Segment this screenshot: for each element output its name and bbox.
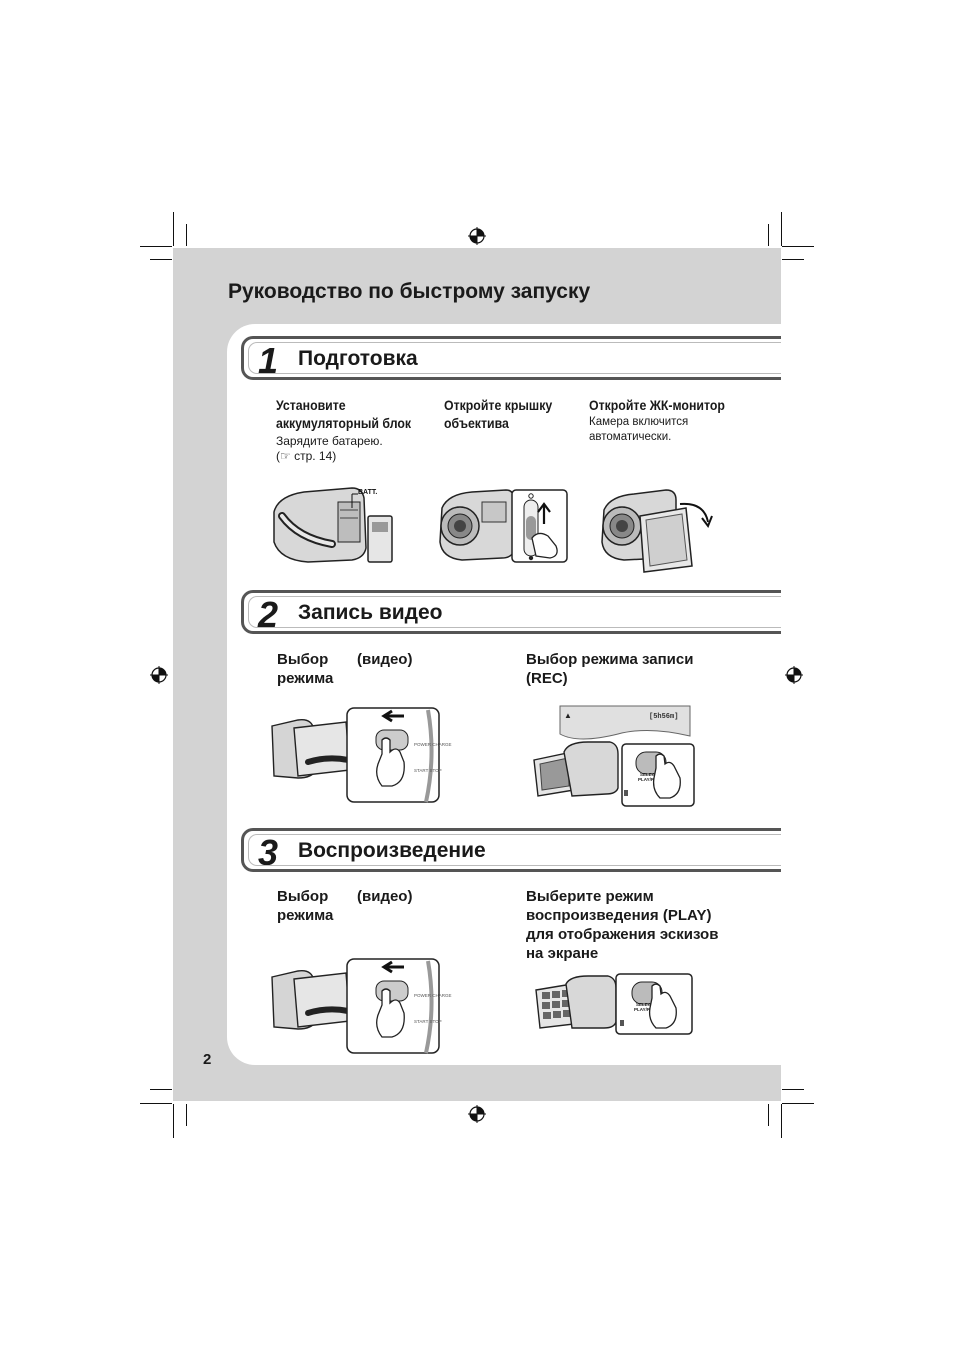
registration-mark-top — [468, 227, 486, 245]
crop-mark — [140, 246, 172, 247]
page-title: Руководство по быстрому запуску — [228, 280, 591, 303]
mode-switch-illustration-play: POWER CHARGE START STOP — [271, 958, 452, 1054]
start-stop-label: START STOP — [414, 1019, 442, 1024]
crop-mark — [173, 1104, 174, 1138]
page-number: 2 — [203, 1051, 212, 1068]
crop-mark — [768, 1104, 769, 1126]
camera-open-lcd-illustration — [601, 489, 713, 573]
section-number: 2 — [258, 594, 279, 635]
crop-mark — [782, 1103, 814, 1104]
step-heading: Выбор режима записи — [526, 651, 694, 668]
section-title: Воспроизведение — [298, 839, 486, 862]
rec-mode-illustration: ▲ [5h56m] SELECT PLAY/REC — [533, 705, 695, 807]
section-title: Подготовка — [298, 347, 418, 370]
crop-mark — [781, 1104, 782, 1138]
step-select-mode-video-playback: Выбор режима — [277, 887, 333, 925]
page-reference-link[interactable]: (☞ стр. 14) — [276, 449, 337, 463]
remaining-time-readout: [5h56m] — [649, 713, 678, 721]
crop-mark — [768, 224, 769, 246]
step-open-lcd: Откройте ЖК-монитор Камера включится авт… — [589, 396, 743, 445]
section-header-playback: 3 Воспроизведение — [241, 828, 781, 873]
step-select-rec-mode: Выбор режима записи (REC) — [526, 650, 693, 688]
video-mode-label: (видео) — [357, 651, 413, 668]
crop-mark — [781, 212, 782, 246]
step-note: автоматически. — [589, 431, 672, 443]
step-heading: на экране — [526, 945, 599, 962]
step-open-lens-cover: Откройте крышку объектива — [444, 396, 567, 432]
power-charge-label: POWER CHARGE — [414, 742, 452, 747]
step-install-battery: Установите аккумуляторный блок Зарядите … — [276, 396, 430, 464]
registration-mark-left — [150, 666, 168, 684]
section-number: 1 — [258, 340, 279, 381]
crop-mark — [782, 246, 814, 247]
content-area — [227, 324, 781, 1065]
section-title: Запись видео — [298, 601, 443, 624]
step-heading: воспроизведения (PLAY) — [526, 907, 712, 924]
crop-mark — [150, 259, 172, 260]
batt-label: BATT. — [358, 489, 377, 496]
select-button-label: SELECT — [636, 1002, 654, 1007]
section-header-video-recording: 2 Запись видео — [241, 590, 781, 635]
power-charge-label: POWER CHARGE — [414, 993, 452, 998]
play-rec-label: PLAY/REC — [634, 1007, 657, 1012]
start-stop-label: START STOP — [414, 768, 442, 773]
step-heading: аккумуляторный блок — [276, 415, 412, 431]
play-rec-label: PLAY/REC — [638, 777, 661, 782]
step-select-play-mode: Выберите режим воспроизведения (PLAY) дл… — [526, 887, 718, 963]
step-heading: объектива — [444, 415, 509, 431]
camera-battery-illustration: BATT. — [273, 487, 393, 563]
step-note: Зарядите батарею. — [276, 434, 383, 448]
section-number: 3 — [258, 832, 279, 873]
step-heading: режима — [277, 670, 334, 687]
step-heading: для отображения эскизов — [526, 926, 719, 943]
step-select-mode-video: Выбор режима — [277, 650, 333, 688]
step-heading: Откройте крышку — [444, 397, 553, 413]
step-note: Камера включится — [589, 416, 689, 428]
registration-mark-right — [785, 666, 803, 684]
step-heading: Установите — [276, 397, 346, 413]
step-heading: Откройте ЖК-монитор — [589, 397, 725, 413]
section-header-preparation: 1 Подготовка — [241, 336, 781, 381]
select-button-label: SELECT — [640, 772, 658, 777]
camera-lens-cover-illustration — [439, 489, 568, 563]
step-heading: (REC) — [526, 670, 568, 687]
step-heading: Выбор — [277, 888, 329, 905]
crop-mark — [186, 1104, 187, 1126]
registration-mark-bottom — [468, 1105, 486, 1123]
play-mode-illustration: SELECT PLAY/REC — [535, 973, 693, 1035]
step-heading: Выберите режим — [526, 888, 654, 905]
svg-text:▲: ▲ — [564, 711, 572, 720]
mode-switch-illustration-rec: POWER CHARGE START STOP — [271, 707, 452, 803]
crop-mark — [150, 1089, 172, 1090]
step-heading: режима — [277, 907, 334, 924]
crop-mark — [782, 259, 804, 260]
crop-mark — [173, 212, 174, 246]
crop-mark — [782, 1089, 804, 1090]
video-mode-label: (видео) — [357, 888, 413, 905]
step-heading: Выбор — [277, 651, 329, 668]
crop-mark — [186, 224, 187, 246]
crop-mark — [140, 1103, 172, 1104]
